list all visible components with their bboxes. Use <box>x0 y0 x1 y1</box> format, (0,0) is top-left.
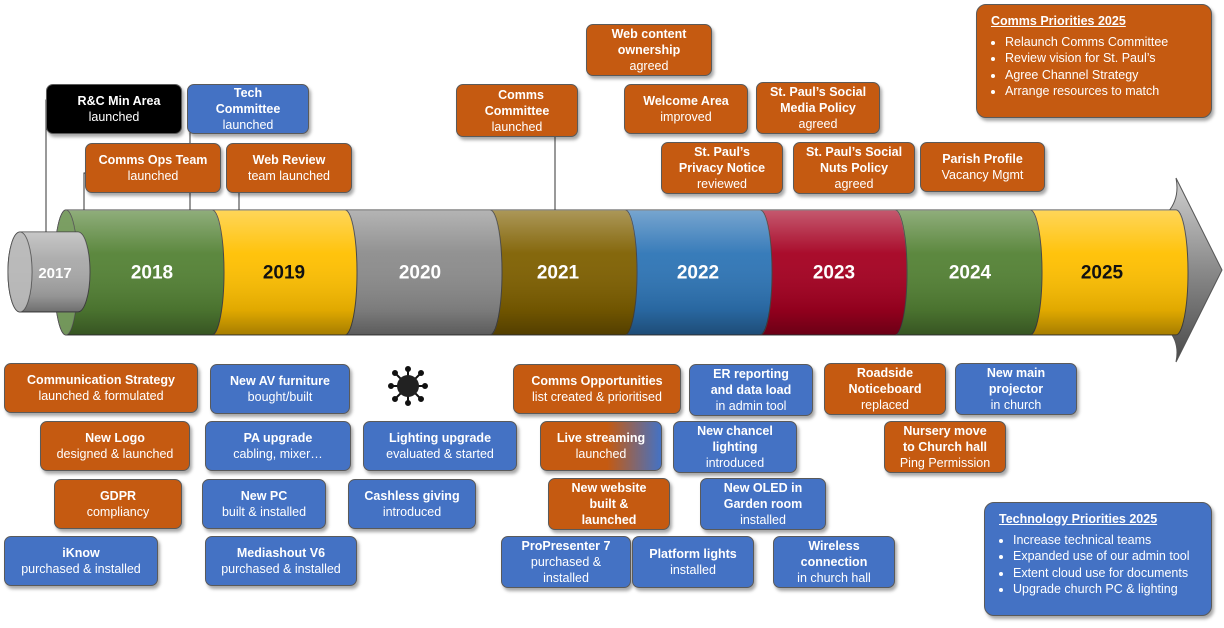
event-mediashout: Mediashout V6 purchased & installed <box>205 536 357 586</box>
list-item: Extent cloud use for documents <box>1013 565 1197 582</box>
year-label: 2019 <box>263 263 305 284</box>
tech-priorities-box: Technology Priorities 2025 Increase tech… <box>984 502 1212 616</box>
list-item: Arrange resources to match <box>1005 83 1197 100</box>
comms-priorities-title: Comms Priorities 2025 <box>991 14 1126 28</box>
year-label: 2023 <box>813 263 855 284</box>
comms-priorities-list: Relaunch Comms Committee Review vision f… <box>991 34 1197 100</box>
event-web-content: Web content ownership agreed <box>586 24 712 76</box>
event-live-streaming: Live streaming launched <box>540 421 662 471</box>
event-rc-min-area: R&C Min Area launched <box>46 84 182 134</box>
event-welcome-area: Welcome Area improved <box>624 84 748 134</box>
event-new-website: New website built & launched <box>548 478 670 530</box>
year-label: 2018 <box>131 263 173 284</box>
comms-priorities-box: Comms Priorities 2025 Relaunch Comms Com… <box>976 4 1212 118</box>
event-comms-committee: Comms Committee launched <box>456 84 578 137</box>
event-wireless-connection: Wireless connection in church hall <box>773 536 895 588</box>
event-chancel-lighting: New chancel lighting introduced <box>673 421 797 473</box>
event-new-logo: New Logo designed & launched <box>40 421 190 471</box>
list-item: Increase technical teams <box>1013 532 1197 549</box>
event-cashless-giving: Cashless giving introduced <box>348 479 476 529</box>
event-roadside-noticeboard: Roadside Noticeboard replaced <box>824 363 946 415</box>
event-comms-ops-team: Comms Ops Team launched <box>85 143 221 193</box>
year-label: 2025 <box>1081 263 1124 284</box>
event-lighting-upgrade: Lighting upgrade evaluated & started <box>363 421 517 471</box>
event-av-furniture: New AV furniture bought/built <box>210 364 350 414</box>
event-new-projector: New main projector in church <box>955 363 1077 415</box>
event-parish-profile: Parish Profile Vacancy Mgmt <box>920 142 1045 192</box>
event-web-review: Web Review team launched <box>226 143 352 193</box>
timeline-segment-2017: 2017 <box>7 231 91 313</box>
list-item: Agree Channel Strategy <box>1005 67 1197 84</box>
event-comms-opportunities: Comms Opportunities list created & prior… <box>513 364 681 414</box>
event-social-media-policy: St. Paul’s Social Media Policy agreed <box>756 82 880 134</box>
tech-priorities-list: Increase technical teams Expanded use of… <box>999 532 1197 598</box>
event-propresenter: ProPresenter 7 purchased & installed <box>501 536 631 588</box>
event-new-oled: New OLED in Garden room installed <box>700 478 826 530</box>
tech-priorities-title: Technology Priorities 2025 <box>999 512 1158 526</box>
event-privacy-notice: St. Paul’s Privacy Notice reviewed <box>661 142 783 194</box>
event-new-pc: New PC built & installed <box>202 479 326 529</box>
year-label: 2024 <box>949 263 992 284</box>
list-item: Relaunch Comms Committee <box>1005 34 1197 51</box>
year-label: 2020 <box>399 263 441 284</box>
year-label: 2022 <box>677 263 719 284</box>
timeline-segment-2021: 2021 <box>465 209 638 336</box>
event-platform-lights: Platform lights installed <box>632 536 754 588</box>
event-er-reporting: ER reporting and data load in admin tool <box>689 364 813 416</box>
event-pa-upgrade: PA upgrade cabling, mixer… <box>205 421 351 471</box>
event-nursery-move: Nursery move to Church hall Ping Permiss… <box>884 421 1006 473</box>
year-label: 2017 <box>38 265 71 282</box>
list-item: Upgrade church PC & lighting <box>1013 581 1197 598</box>
event-tech-committee: Tech Committee launched <box>187 84 309 134</box>
timeline-segment-2023: 2023 <box>735 209 908 336</box>
event-iknow: iKnow purchased & installed <box>4 536 158 586</box>
list-item: Expanded use of our admin tool <box>1013 548 1197 565</box>
list-item: Review vision for St. Paul’s <box>1005 50 1197 67</box>
year-label: 2021 <box>537 263 580 284</box>
event-nuts-policy: St. Paul’s Social Nuts Policy agreed <box>793 142 915 194</box>
virus-icon <box>388 366 428 406</box>
event-gdpr: GDPR compliancy <box>54 479 182 529</box>
event-communication-strategy: Communication Strategy launched & formul… <box>4 363 198 413</box>
